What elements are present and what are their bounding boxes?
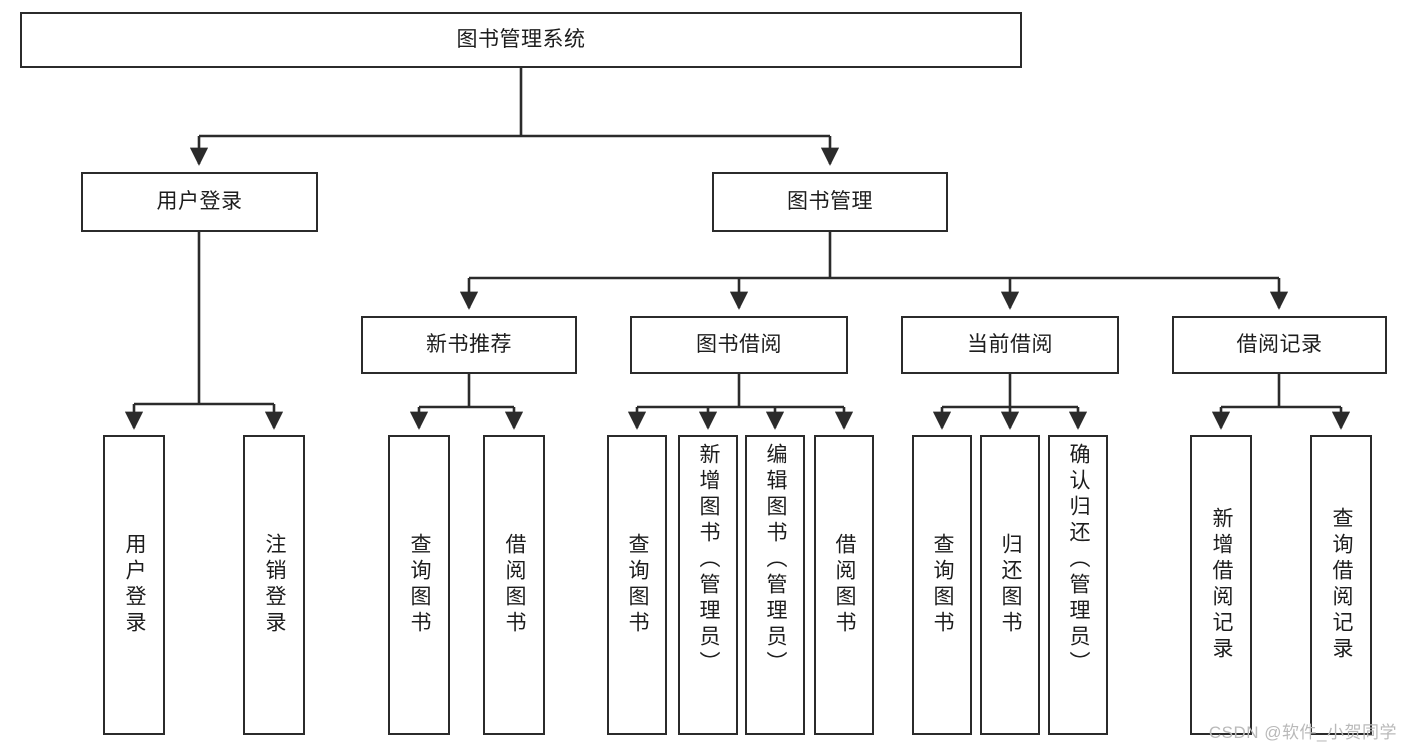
node-current-borrow-label: 当前借阅 xyxy=(967,332,1053,356)
node-root[interactable]: 图书管理系统 xyxy=(20,12,1022,68)
leaf-edit-book-admin-label: 编辑图书（管理员） xyxy=(764,443,788,677)
leaf-add-borrow-record-label: 新增借阅记录 xyxy=(1210,507,1234,663)
node-book-manage-label: 图书管理 xyxy=(787,189,873,213)
leaf-borrow-book-recommend[interactable]: 借阅图书 xyxy=(483,435,545,735)
leaf-borrow-book[interactable]: 借阅图书 xyxy=(814,435,874,735)
leaf-query-book-recommend[interactable]: 查询图书 xyxy=(388,435,450,735)
leaf-user-login-label: 用户登录 xyxy=(123,533,147,637)
leaf-query-book-borrow[interactable]: 查询图书 xyxy=(607,435,667,735)
watermark-text: CSDN @软件_小贺同学 xyxy=(1208,723,1397,742)
leaf-borrow-book-label: 借阅图书 xyxy=(833,533,857,637)
leaf-query-borrow-record[interactable]: 查询借阅记录 xyxy=(1310,435,1372,735)
node-user-login-label: 用户登录 xyxy=(156,189,243,213)
node-user-login[interactable]: 用户登录 xyxy=(81,172,318,232)
leaf-return-book[interactable]: 归还图书 xyxy=(980,435,1040,735)
leaf-confirm-return-admin-label: 确认归还（管理员） xyxy=(1067,443,1091,677)
node-book-borrow[interactable]: 图书借阅 xyxy=(630,316,848,374)
leaf-add-borrow-record[interactable]: 新增借阅记录 xyxy=(1190,435,1252,735)
node-borrow-record[interactable]: 借阅记录 xyxy=(1172,316,1387,374)
leaf-query-book-current-label: 查询图书 xyxy=(931,533,955,637)
node-new-book-recommend[interactable]: 新书推荐 xyxy=(361,316,577,374)
leaf-confirm-return-admin[interactable]: 确认归还（管理员） xyxy=(1048,435,1108,735)
node-book-borrow-label: 图书借阅 xyxy=(696,332,782,356)
leaf-logout-login-label: 注销登录 xyxy=(263,533,287,637)
node-root-label: 图书管理系统 xyxy=(456,27,586,51)
leaf-add-book-admin[interactable]: 新增图书（管理员） xyxy=(678,435,738,735)
leaf-query-borrow-record-label: 查询借阅记录 xyxy=(1330,507,1354,663)
leaf-query-book-borrow-label: 查询图书 xyxy=(626,533,650,637)
leaf-user-login[interactable]: 用户登录 xyxy=(103,435,165,735)
node-new-book-recommend-label: 新书推荐 xyxy=(426,332,512,356)
leaf-borrow-book-recommend-label: 借阅图书 xyxy=(503,533,527,637)
leaf-query-book-current[interactable]: 查询图书 xyxy=(912,435,972,735)
node-current-borrow[interactable]: 当前借阅 xyxy=(901,316,1119,374)
node-borrow-record-label: 借阅记录 xyxy=(1236,332,1323,356)
leaf-logout-login[interactable]: 注销登录 xyxy=(243,435,305,735)
leaf-return-book-label: 归还图书 xyxy=(999,533,1023,637)
leaf-add-book-admin-label: 新增图书（管理员） xyxy=(697,443,721,677)
leaf-edit-book-admin[interactable]: 编辑图书（管理员） xyxy=(745,435,805,735)
node-book-manage[interactable]: 图书管理 xyxy=(712,172,948,232)
leaf-query-book-recommend-label: 查询图书 xyxy=(408,533,432,637)
